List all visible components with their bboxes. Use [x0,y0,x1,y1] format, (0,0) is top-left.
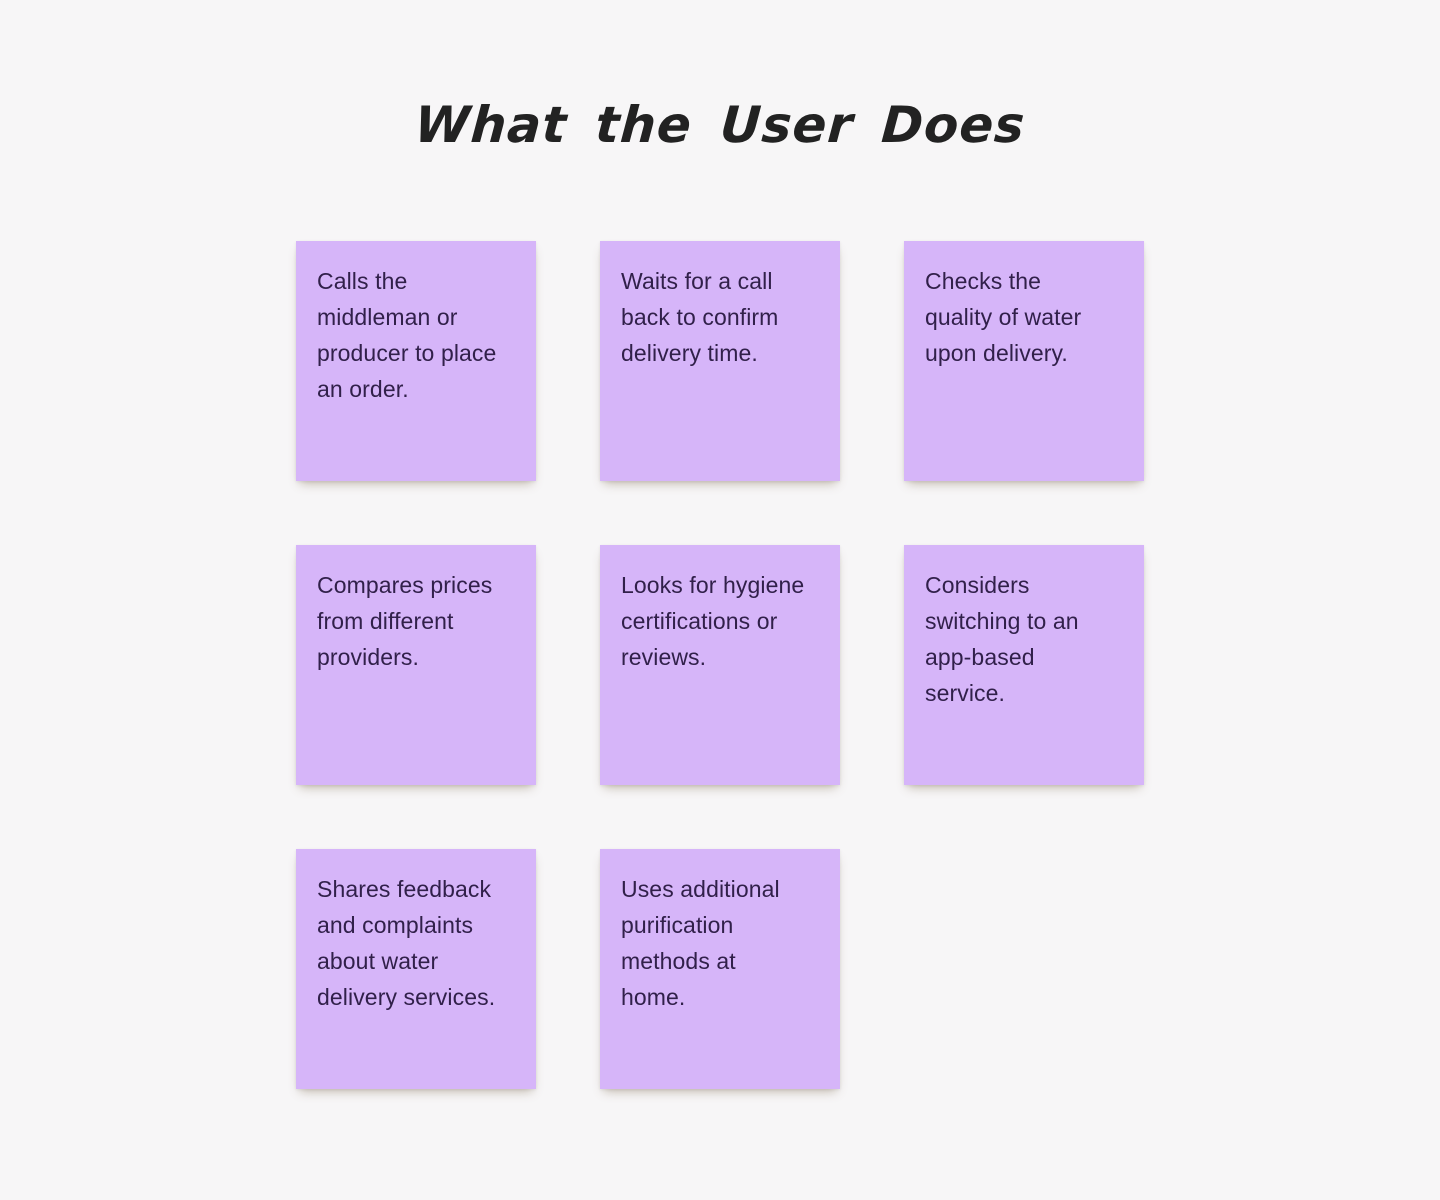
sticky-note-text: Compares prices from different providers… [317,572,493,670]
sticky-note-text: Considers switching to an app-based serv… [925,572,1079,706]
sticky-note-text: Shares feedback and complaints about wat… [317,876,496,1010]
sticky-note-text: Checks the quality of water upon deliver… [925,268,1082,366]
sticky-note[interactable]: Compares prices from different providers… [296,545,536,785]
sticky-note-text: Uses additional purification methods at … [621,876,780,1010]
sticky-note-text: Looks for hygiene certifications or revi… [621,572,805,670]
sticky-note-text: Waits for a call back to confirm deliver… [621,268,779,366]
sticky-note[interactable]: Checks the quality of water upon deliver… [904,241,1144,481]
sticky-note[interactable]: Considers switching to an app-based serv… [904,545,1144,785]
sticky-note[interactable]: Shares feedback and complaints about wat… [296,849,536,1089]
sticky-note[interactable]: Calls the middleman or producer to place… [296,241,536,481]
sticky-note-text: Calls the middleman or producer to place… [317,268,497,402]
sticky-note[interactable]: Looks for hygiene certifications or revi… [600,545,840,785]
sticky-note[interactable]: Uses additional purification methods at … [600,849,840,1089]
sticky-notes-grid: Calls the middleman or producer to place… [296,241,1144,1089]
sticky-note[interactable]: Waits for a call back to confirm deliver… [600,241,840,481]
board-title[interactable]: What the User Does [412,96,1028,154]
